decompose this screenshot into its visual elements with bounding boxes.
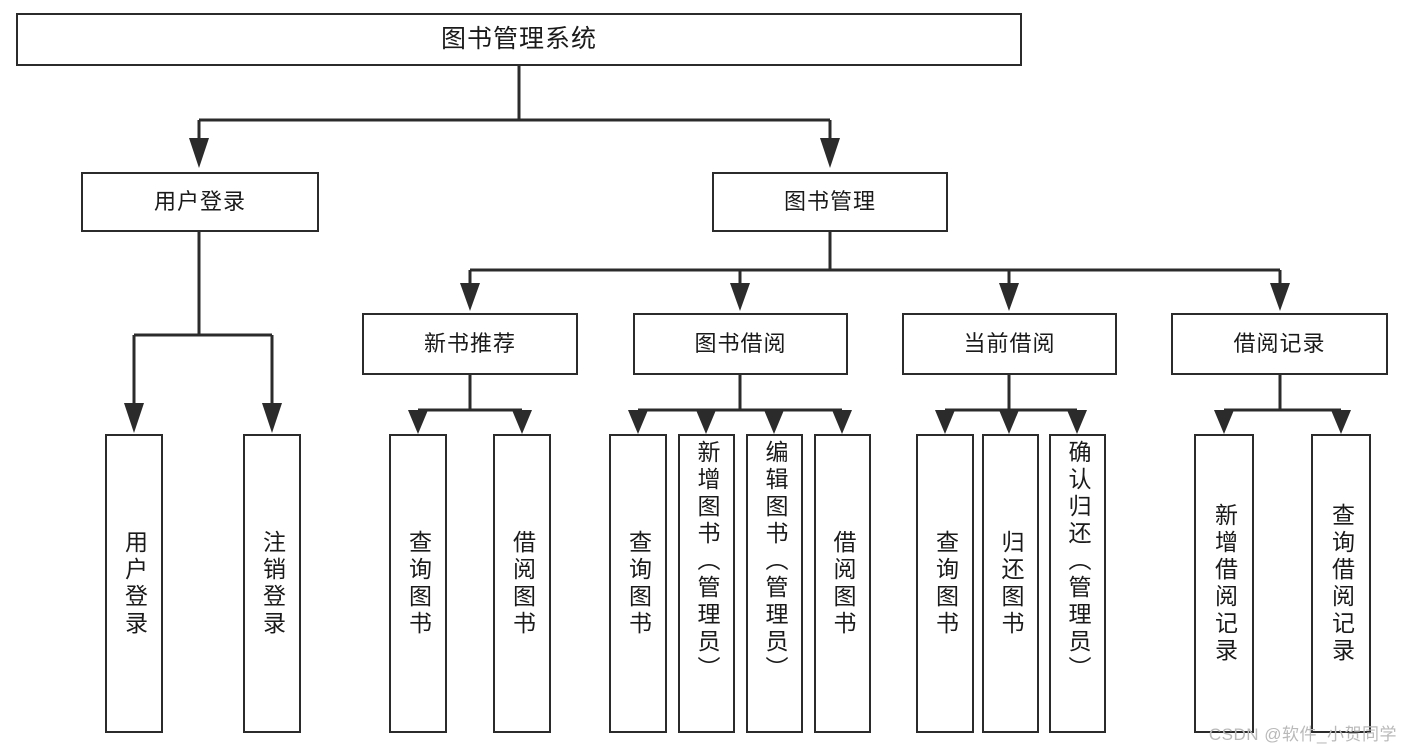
leaf-user-login-login[interactable]: 用户登录 [105,434,163,733]
node-label: 图书管理 [783,189,876,215]
node-label: 新书推荐 [423,331,516,357]
node-label: 新增借阅记录 [1211,502,1238,665]
node-label: 注销登录 [259,529,286,638]
arrowhead-borrow-leaf-3 [764,410,784,434]
leaf-current-borrow-confirm-return-admin[interactable]: 确认归还（管理员） [1049,434,1106,733]
arrowhead-current-leaf-2 [999,410,1019,434]
node-label: 新增图书（管理员） [694,440,720,683]
node-label: 查询图书 [625,529,652,638]
leaf-new-book-borrow-book[interactable]: 借阅图书 [493,434,551,733]
arrowhead-current-leaf-1 [935,410,955,434]
arrowhead-to-current-borrow [999,283,1019,311]
leaf-book-borrow-borrow-book[interactable]: 借阅图书 [814,434,871,733]
arrowhead-newbook-leaf-2 [512,410,532,434]
node-label: 图书管理系统 [440,24,597,53]
arrowhead-record-leaf-1 [1214,410,1234,434]
arrowhead-borrow-leaf-4 [832,410,852,434]
leaf-user-login-logout[interactable]: 注销登录 [243,434,301,733]
leaf-book-borrow-edit-book-admin[interactable]: 编辑图书（管理员） [746,434,803,733]
arrowhead-newbook-leaf-1 [408,410,428,434]
leaf-book-borrow-query-book[interactable]: 查询图书 [609,434,667,733]
leaf-current-borrow-query-book[interactable]: 查询图书 [916,434,974,733]
node-label: 查询图书 [932,529,959,638]
arrowhead-to-borrow-record [1270,283,1290,311]
node-label: 查询图书 [405,529,432,638]
node-book-borrow[interactable]: 图书借阅 [633,313,848,375]
leaf-new-book-query-book[interactable]: 查询图书 [389,434,447,733]
node-label: 确认归还（管理员） [1065,440,1091,683]
node-label: 用户登录 [121,529,148,638]
leaf-borrow-record-add-record[interactable]: 新增借阅记录 [1194,434,1254,733]
arrowhead-login-leaf-1 [124,403,144,433]
arrowhead-current-leaf-3 [1067,410,1087,434]
arrowhead-borrow-leaf-1 [628,410,648,434]
arrowhead-to-user-login [189,138,209,168]
node-root-system[interactable]: 图书管理系统 [16,13,1022,66]
node-label: 借阅记录 [1233,331,1326,357]
watermark-text: CSDN @软件_小贺同学 [1208,725,1397,744]
arrowhead-to-book-management [820,138,840,168]
node-new-book-recommend[interactable]: 新书推荐 [362,313,578,375]
node-label: 查询借阅记录 [1328,502,1355,665]
arrowhead-login-leaf-2 [262,403,282,433]
arrowhead-to-book-borrow [730,283,750,311]
node-label: 当前借阅 [963,331,1056,357]
node-label: 借阅图书 [830,529,856,638]
leaf-book-borrow-add-book-admin[interactable]: 新增图书（管理员） [678,434,735,733]
node-label: 图书借阅 [694,331,787,357]
node-book-management[interactable]: 图书管理 [712,172,948,232]
node-label: 编辑图书（管理员） [762,440,788,683]
node-label: 用户登录 [153,189,246,215]
arrowhead-record-leaf-2 [1331,410,1351,434]
node-borrow-record[interactable]: 借阅记录 [1171,313,1388,375]
node-user-login[interactable]: 用户登录 [81,172,319,232]
leaf-current-borrow-return-book[interactable]: 归还图书 [982,434,1039,733]
arrowhead-to-new-book [460,283,480,311]
node-current-borrow[interactable]: 当前借阅 [902,313,1117,375]
arrowhead-borrow-leaf-2 [696,410,716,434]
leaf-borrow-record-query-record[interactable]: 查询借阅记录 [1311,434,1371,733]
node-label: 归还图书 [998,529,1024,638]
node-label: 借阅图书 [509,529,536,638]
